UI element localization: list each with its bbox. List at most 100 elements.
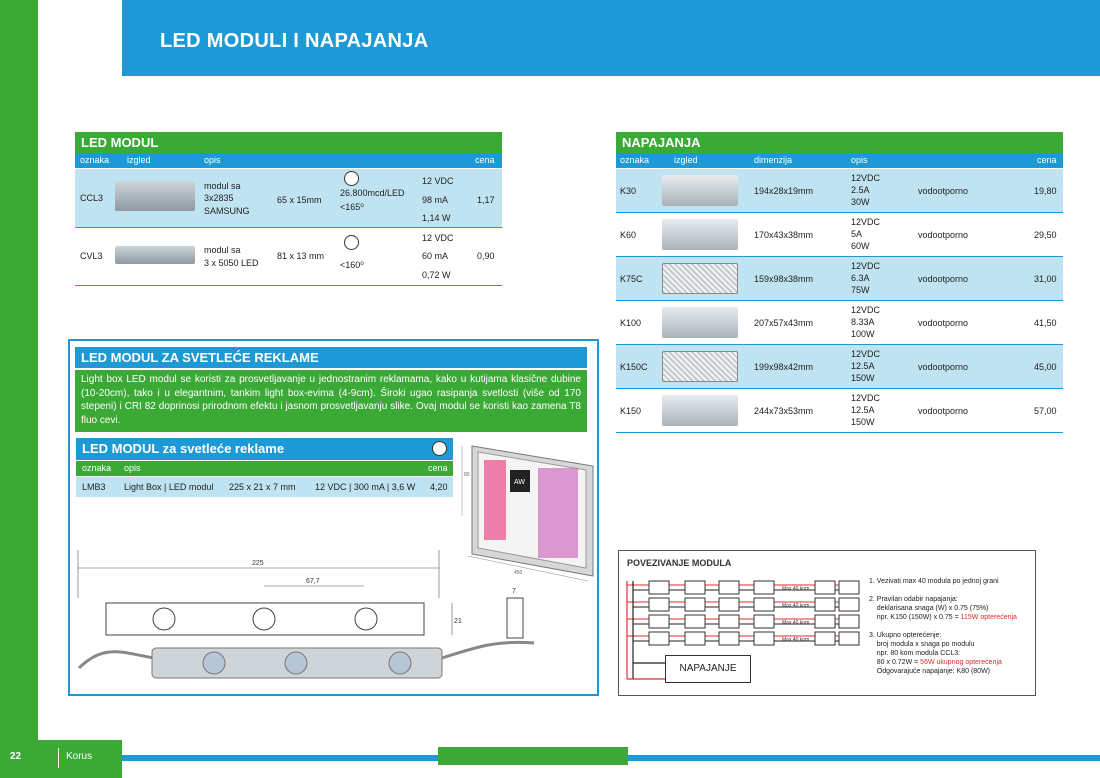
col-opis: opis [204,155,221,165]
led-module-symbol [753,614,775,629]
product-code: CVL3 [80,251,103,261]
page-title: LED MODULI I NAPAJANJA [160,30,429,52]
row-divider [616,256,1063,257]
product-desc: Light Box | LED modul [124,482,214,492]
product-code: K150 [620,406,642,416]
col-oznaka: oznaka [620,155,650,165]
col-opis: opis [851,155,868,165]
product-dimension: 194x28x19mm [754,186,814,196]
product-current: 98 mA [422,195,449,205]
product-image [115,181,195,211]
product-price: 4,20 [430,482,448,492]
wiring-note: 1. Vezivati max 40 modula po jednoj gran… [869,578,999,585]
napajanja-column-header: oznaka izgled dimenzija opis cena [616,153,1063,168]
led-module-symbol [838,614,860,629]
led-module-symbol [814,597,836,612]
product-voltage: 12VDC [851,349,881,359]
product-power: 100W [851,329,875,339]
product-image [662,307,738,338]
product-image [662,263,738,294]
product-code: CCL3 [80,193,104,203]
product-power: 150W [851,373,875,383]
dim-module-depth: 7 [512,588,516,595]
product-current: 60 mA [422,251,449,261]
brand-name: Korus [66,751,93,762]
col-cena: cena [428,463,448,473]
led-module-symbol [684,580,706,595]
product-code: K150C [620,362,648,372]
product-angle: <160⁰ [340,260,364,270]
row-divider [616,300,1063,301]
product-dimension: 159x98x38mm [754,274,814,284]
led-module-symbol [814,631,836,646]
product-desc-line: SAMSUNG [204,206,250,216]
product-code: K100 [620,318,642,328]
col-izgled: izgled [127,155,151,165]
product-note: vodootporno [918,362,969,372]
viewing-angle-icon [344,235,359,250]
wiring-note: broj modula x snaga po modulu [869,641,975,648]
product-power: 30W [851,197,870,207]
reklame-subtable-title: LED MODUL za svetleće reklame [82,441,285,456]
led-module-symbol [684,597,706,612]
napajanja-heading: NAPAJANJA [616,132,1063,153]
wiring-note: Odgovarajuće napajanje: K80 (80W) [869,668,991,675]
wiring-note: 3. Ukupno opterećenje: [869,632,942,639]
product-price: 31,00 [1034,274,1057,284]
product-image [115,246,195,264]
col-izgled: izgled [674,155,698,165]
viewing-angle-icon [432,441,447,456]
product-price: 29,50 [1034,230,1057,240]
product-desc-line: modul sa [204,181,241,191]
led-modul-column-header: oznaka izgled opis cena [75,153,502,168]
lightbox-sign-text: AW [514,479,525,486]
col-oznaka: oznaka [80,155,110,165]
led-module-symbol [684,631,706,646]
led-module-symbol [753,597,775,612]
product-image [662,351,738,382]
footer: 22 Korus [0,740,122,778]
product-power: 75W [851,285,870,295]
product-code: K30 [620,186,637,196]
product-dimension: 170x43x38mm [754,230,814,240]
footer-divider [58,748,59,768]
led-module-symbol [648,614,670,629]
led-module-technical-drawing: 225 67,7 21 7 [77,550,535,679]
product-voltage: 12VDC [851,173,881,183]
chain-label: Max 40 kom [782,637,809,643]
product-current: 12.5A [851,361,875,371]
col-cena: cena [1037,155,1057,165]
product-price: 0,90 [477,251,495,261]
page-number: 22 [10,751,22,762]
chain-label: Max 40 kom [782,603,809,609]
wiring-note-text: 80 x 0.72W = [869,659,921,666]
product-voltage: 12VDC [851,305,881,315]
lightbox-dim-side: 80 [464,472,470,478]
product-voltage: 12VDC [851,261,881,271]
col-cena: cena [475,155,495,165]
led-module-symbol [814,580,836,595]
chain-label: Max 40 kom [782,586,809,592]
row-divider [75,285,502,286]
wiring-note: npr. K150 (150W) x 0.75 = 115W opterećen… [869,613,1017,622]
led-module-symbol [648,631,670,646]
product-spec: 12 VDC | 300 mA | 3,6 W [315,482,416,492]
product-power: 150W [851,417,875,427]
led-module-symbol [838,631,860,646]
product-code: K75C [620,274,643,284]
product-current: 12.5A [851,405,875,415]
reklame-column-header: oznaka opis cena [76,461,453,476]
wiring-note-text: npr. K150 (150W) x 0.75 = [869,614,961,621]
product-size: 225 x 21 x 7 mm [229,482,296,492]
product-power: 0,72 W [422,270,451,280]
wiring-note: npr. 80 kom modula CCL3: [869,650,961,657]
reklame-heading: LED MODUL ZA SVETLEĆE REKLAME [75,347,587,368]
product-note: vodootporno [918,318,969,328]
product-size: 81 x 13 mm [277,251,325,261]
product-code: LMB3 [82,482,106,492]
